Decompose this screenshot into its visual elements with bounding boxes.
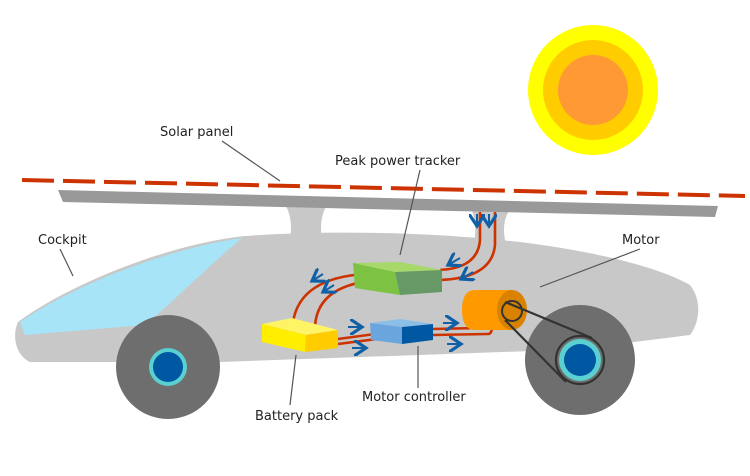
motor-controller-box <box>370 319 433 344</box>
leader-lines <box>59 140 641 406</box>
drive-belt <box>504 300 606 386</box>
rear-wheel <box>525 305 635 415</box>
solar-panel-frame <box>58 190 718 217</box>
arrow-left-icon <box>323 285 334 292</box>
cockpit-window <box>20 238 242 335</box>
arrow-left-icon <box>461 272 473 279</box>
flow-arrows <box>312 214 489 348</box>
peak-power-tracker-box <box>353 262 442 295</box>
sun <box>528 25 658 155</box>
label-battery-pack: Battery pack <box>255 409 339 424</box>
label-motor: Motor <box>622 233 660 248</box>
panel-strut-left <box>282 200 330 240</box>
label-cockpit: Cockpit <box>38 233 87 248</box>
motor-cylinder <box>462 290 527 330</box>
front-wheel <box>116 315 220 419</box>
solar-cells <box>21 178 746 198</box>
label-motor-controller: Motor controller <box>362 390 466 405</box>
battery-pack-box <box>262 318 338 352</box>
arrow-left-icon <box>448 258 460 265</box>
label-peak-power-tracker: Peak power tracker <box>335 154 461 169</box>
arrow-left-icon <box>312 274 323 281</box>
label-solar-panel: Solar panel <box>160 125 233 140</box>
